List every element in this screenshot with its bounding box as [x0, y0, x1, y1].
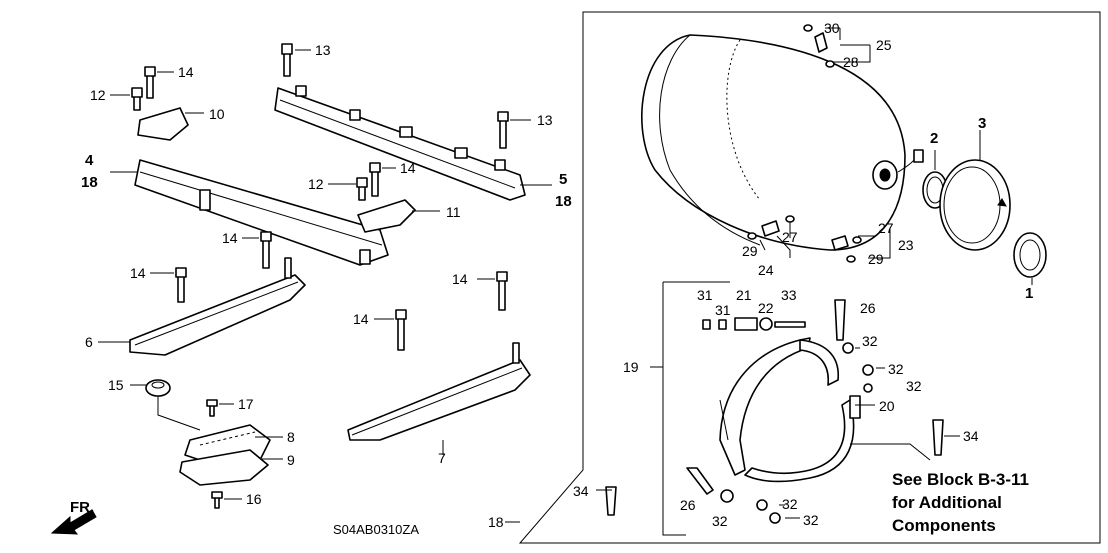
label-1: 1 — [1025, 285, 1033, 302]
label-2: 2 — [930, 130, 938, 147]
label-22: 22 — [758, 300, 774, 316]
label-32d: 32 — [712, 513, 728, 529]
label-21: 21 — [736, 287, 752, 303]
label-24: 24 — [758, 262, 774, 278]
label-26a: 26 — [860, 300, 876, 316]
label-19: 19 — [623, 359, 639, 375]
label-32c: 32 — [906, 378, 922, 394]
bracket-10 — [137, 107, 189, 141]
label-26b: 26 — [680, 497, 696, 513]
label-34b: 34 — [573, 483, 589, 499]
label-18c: 18 — [488, 514, 504, 530]
diagram-code: S04AB0310ZA — [333, 522, 419, 537]
label-29b: 29 — [868, 251, 884, 267]
label-18b: 18 — [555, 193, 572, 210]
label-3: 3 — [978, 115, 986, 132]
valve-fittings — [747, 24, 862, 263]
label-32e: 32 — [782, 496, 798, 512]
upper-crossmember-left — [134, 159, 389, 266]
label-27b: 27 — [878, 220, 894, 236]
note-line-3: Components — [892, 516, 996, 535]
label-9: 9 — [287, 452, 295, 468]
callout-labels: 13 14 12 10 13 4 18 14 12 5 18 11 14 14 … — [70, 20, 1033, 537]
label-13b: 13 — [537, 112, 553, 128]
label-30: 30 — [824, 20, 840, 36]
upper-crossmember-right — [274, 85, 526, 201]
label-13a: 13 — [315, 42, 331, 58]
label-14d: 14 — [130, 265, 146, 281]
label-32b: 32 — [888, 361, 904, 377]
label-27a: 27 — [782, 229, 798, 245]
inset-frame — [518, 11, 1101, 544]
bracket-11 — [357, 199, 416, 233]
label-14a: 14 — [178, 64, 194, 80]
label-32f: 32 — [803, 512, 819, 528]
label-16: 16 — [246, 491, 262, 507]
leader-lines — [98, 27, 1033, 523]
label-31a: 31 — [697, 287, 713, 303]
label-7: 7 — [438, 450, 446, 466]
label-4: 4 — [85, 152, 94, 169]
label-12a: 12 — [90, 87, 106, 103]
tank-cover-plate — [939, 159, 1011, 251]
label-31b: 31 — [715, 302, 731, 318]
lower-crossmember-right — [347, 342, 531, 441]
tank-strap-upper — [719, 337, 840, 476]
label-32a: 32 — [862, 333, 878, 349]
strap-bracket-frame — [662, 281, 730, 536]
label-29a: 29 — [742, 243, 758, 259]
label-18a: 18 — [81, 174, 98, 191]
label-14b: 14 — [400, 160, 416, 176]
label-8: 8 — [287, 429, 295, 445]
strap-hardware — [605, 299, 944, 524]
front-arrow-icon — [50, 509, 97, 535]
bolts — [131, 43, 509, 351]
lower-crossmember-left — [129, 257, 306, 356]
label-34a: 34 — [963, 428, 979, 444]
label-33: 33 — [781, 287, 797, 303]
label-28: 28 — [843, 54, 859, 70]
label-20: 20 — [879, 398, 895, 414]
label-12b: 12 — [308, 176, 324, 192]
label-15: 15 — [108, 377, 124, 393]
note-line-1: See Block B-3-11 — [892, 470, 1029, 489]
label-25: 25 — [876, 37, 892, 53]
label-14e: 14 — [452, 271, 468, 287]
label-6: 6 — [85, 334, 93, 350]
label-17: 17 — [238, 396, 254, 412]
tank-strap-lower — [744, 395, 861, 483]
label-10: 10 — [209, 106, 225, 122]
label-23: 23 — [898, 237, 914, 253]
gas-tank — [641, 34, 924, 251]
label-11: 11 — [446, 204, 461, 220]
reference-note: See Block B-3-11 for Additional Componen… — [892, 470, 1029, 535]
front-indicator: FR. — [70, 499, 94, 516]
label-14f: 14 — [353, 311, 369, 327]
note-line-2: for Additional — [892, 493, 1002, 512]
tank-collar — [1013, 232, 1047, 278]
pad-assembly — [145, 379, 271, 509]
label-5: 5 — [559, 171, 567, 188]
label-14c: 14 — [222, 230, 238, 246]
